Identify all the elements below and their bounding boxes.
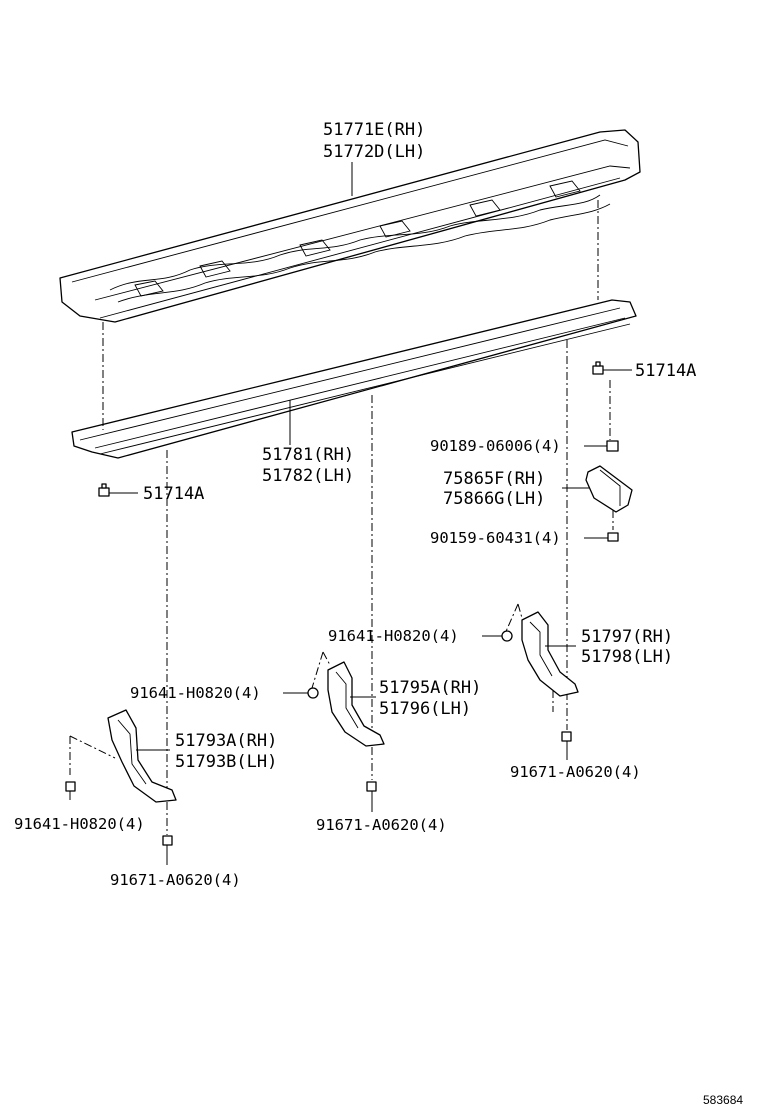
label-step-board-lh: 51772D(LH) xyxy=(323,142,425,162)
label-bracket-mid-rh: 51795A(RH) xyxy=(379,678,481,698)
label-bolt-mid-upper: 91641-H0820(4) xyxy=(130,684,261,702)
guide-line xyxy=(69,735,116,775)
diagram-id: 583684 xyxy=(703,1093,743,1107)
label-bolt-right-upper: 91641-H0820(4) xyxy=(328,627,459,645)
label-bolt-right-lower: 91671-A0620(4) xyxy=(510,763,641,781)
label-step-board-rh: 51771E(RH) xyxy=(323,120,425,140)
label-bracket-right-lh: 51798(LH) xyxy=(581,647,673,667)
clip-icon[interactable] xyxy=(98,483,110,497)
bolt-icon[interactable] xyxy=(501,630,513,642)
label-pad-rh: 75865F(RH) xyxy=(443,469,545,489)
label-clip-right: 51714A xyxy=(635,361,696,381)
guide-line xyxy=(311,651,331,689)
label-pad-lh: 75866G(LH) xyxy=(443,489,545,509)
rail[interactable] xyxy=(71,299,637,459)
guide-line xyxy=(503,603,523,637)
bracket-left[interactable] xyxy=(107,709,177,803)
step-board[interactable] xyxy=(59,129,641,323)
label-bracket-mid-lh: 51796(LH) xyxy=(379,699,471,719)
label-bracket-right-rh: 51797(RH) xyxy=(581,627,673,647)
bolt-icon[interactable] xyxy=(65,781,76,800)
screw-icon[interactable] xyxy=(607,532,619,542)
label-bracket-left-rh: 51793A(RH) xyxy=(175,731,277,751)
bolt-icon[interactable] xyxy=(561,731,572,760)
bracket-right[interactable] xyxy=(521,611,579,697)
label-screw-pad: 90159-60431(4) xyxy=(430,529,561,547)
label-clip-left: 51714A xyxy=(143,484,204,504)
bracket-mid[interactable] xyxy=(327,661,385,747)
pad[interactable] xyxy=(585,465,633,513)
label-bolt-mid-lower: 91671-A0620(4) xyxy=(316,816,447,834)
bolt-icon[interactable] xyxy=(366,781,377,812)
bolt-icon[interactable] xyxy=(162,835,173,865)
label-rail-rh: 51781(RH) xyxy=(262,445,354,465)
clip-icon[interactable] xyxy=(592,361,604,375)
label-nut-top: 90189-06006(4) xyxy=(430,437,561,455)
label-bolt-left-upper: 91641-H0820(4) xyxy=(14,815,145,833)
label-rail-lh: 51782(LH) xyxy=(262,466,354,486)
bolt-icon[interactable] xyxy=(307,687,319,699)
nut-icon[interactable] xyxy=(606,440,619,452)
label-bolt-left-lower: 91671-A0620(4) xyxy=(110,871,241,889)
label-bracket-left-lh: 51793B(LH) xyxy=(175,752,277,772)
